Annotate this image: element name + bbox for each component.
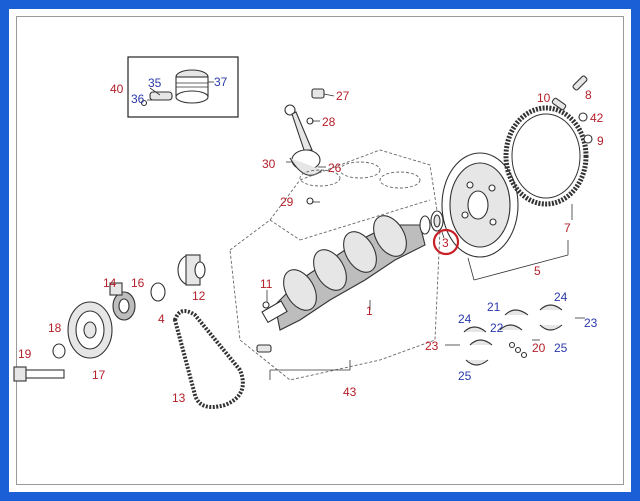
pin-11[interactable]	[262, 301, 270, 309]
rod-bolt-27[interactable]	[311, 88, 325, 99]
label-8: 8	[585, 88, 592, 102]
ring-gear[interactable]	[503, 105, 589, 207]
label-25a: 25	[458, 369, 472, 383]
label-4: 4	[158, 312, 165, 326]
label-18: 18	[48, 321, 62, 335]
washer-42[interactable]	[578, 112, 588, 122]
label-3: 3	[442, 236, 449, 250]
rod-nut-29[interactable]	[306, 197, 314, 205]
pulley-bolt[interactable]	[13, 366, 65, 382]
label-36: 36	[131, 92, 145, 106]
flywheel[interactable]	[441, 152, 519, 258]
label-7: 7	[564, 221, 571, 235]
label-5: 5	[534, 264, 541, 278]
label-29: 29	[280, 195, 294, 209]
label-35: 35	[148, 76, 162, 90]
label-20: 20	[532, 341, 546, 355]
washer-18[interactable]	[52, 343, 66, 359]
diagram-border	[16, 16, 624, 485]
label-43: 43	[343, 385, 357, 399]
label-19: 19	[18, 347, 32, 361]
bolt-8[interactable]	[572, 75, 588, 91]
label-30: 30	[262, 157, 276, 171]
label-23b: 23	[584, 316, 598, 330]
crank-sprocket[interactable]	[112, 291, 136, 321]
label-16: 16	[131, 276, 145, 290]
label-24a: 24	[458, 312, 472, 326]
rear-seal-ring[interactable]	[419, 210, 444, 235]
label-23a: 23	[425, 339, 439, 353]
label-27: 27	[336, 89, 350, 103]
key-14[interactable]	[109, 282, 123, 296]
crankshaft[interactable]	[261, 210, 426, 331]
label-28: 28	[322, 115, 336, 129]
label-10: 10	[537, 91, 551, 105]
piston-pin[interactable]	[149, 91, 173, 101]
label-25b: 25	[554, 341, 568, 355]
oil-pump-sprocket[interactable]	[177, 254, 206, 286]
main-bearing-set-right[interactable]	[539, 304, 563, 331]
label-11: 11	[260, 277, 273, 291]
label-21: 21	[487, 300, 501, 314]
label-40: 40	[110, 82, 124, 96]
leader-lines	[147, 81, 585, 380]
label-17: 17	[92, 368, 106, 382]
piston[interactable]	[175, 69, 209, 104]
main-bearing-set-left[interactable]	[463, 326, 493, 366]
timing-chain[interactable]	[172, 309, 245, 409]
dowel-pin[interactable]	[256, 344, 272, 353]
pin-9[interactable]	[583, 134, 593, 144]
label-1: 1	[366, 304, 373, 318]
label-9: 9	[597, 134, 604, 148]
engine-block[interactable]	[229, 149, 441, 381]
label-13: 13	[172, 391, 186, 405]
label-14: 14	[103, 276, 117, 290]
crank-pulley[interactable]	[67, 301, 113, 359]
connecting-rod[interactable]	[284, 104, 323, 176]
highlight-circle-part-3[interactable]	[432, 228, 460, 256]
label-12: 12	[192, 289, 206, 303]
thrust-bearing-parts[interactable]	[499, 309, 529, 359]
washer-4[interactable]	[150, 282, 166, 302]
label-42: 42	[590, 111, 604, 125]
pin-clip[interactable]	[140, 99, 148, 107]
bolt-10[interactable]	[551, 97, 567, 111]
label-26: 26	[328, 161, 342, 175]
label-37: 37	[214, 75, 228, 89]
label-24b: 24	[554, 290, 568, 304]
label-22: 22	[490, 321, 504, 335]
